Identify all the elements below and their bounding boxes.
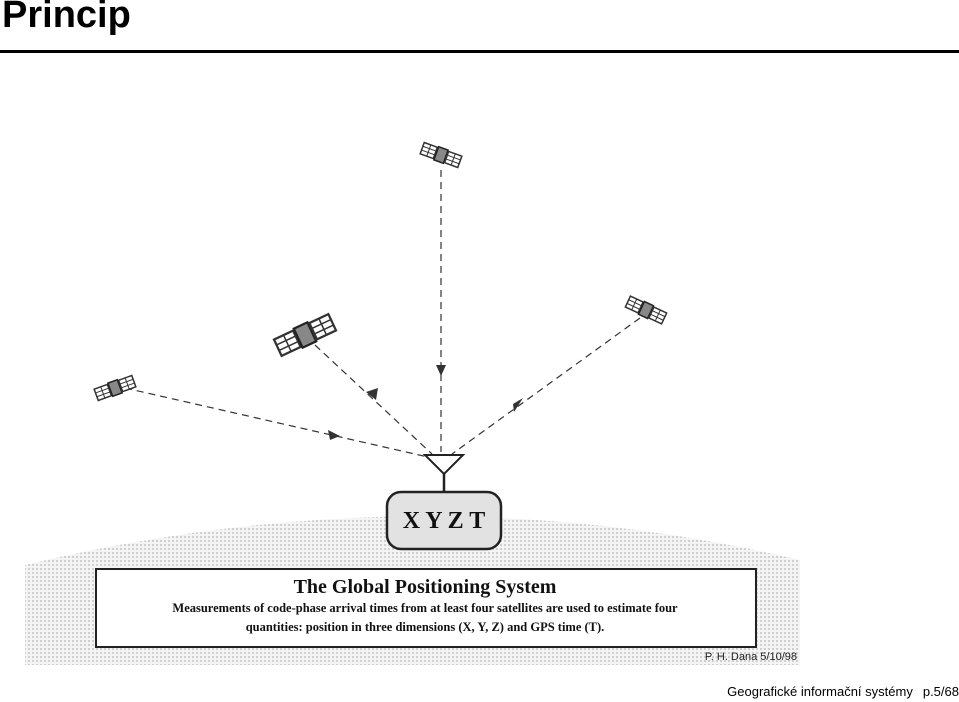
- caption-line-1: Measurements of code-phase arrival times…: [172, 601, 678, 615]
- footer-page: p.5/68: [922, 684, 959, 699]
- arrow-head: [328, 430, 340, 440]
- arrow-head: [366, 388, 378, 400]
- signal-paths: [124, 170, 641, 458]
- caption-box: [95, 568, 757, 648]
- antenna-icon: [422, 454, 466, 492]
- satellite-top-icon: [419, 140, 463, 170]
- satellite-upper-left-icon: [272, 311, 338, 359]
- signal-path-right: [451, 317, 641, 455]
- arrow-head: [513, 398, 523, 412]
- signal-path-upper-left: [314, 344, 433, 455]
- caption-title: The Global Positioning System: [294, 576, 557, 598]
- arrow-head: [436, 365, 446, 376]
- title-divider: [0, 50, 959, 53]
- footer-course: Geografické informační systémy: [727, 684, 913, 699]
- satellite-left-icon: [93, 373, 137, 403]
- receiver-box: [385, 490, 503, 551]
- slide-title: Princip: [2, 0, 131, 36]
- slide-footer: Geografické informační systémy p.5/68: [717, 684, 959, 699]
- caption-line-2: quantities: position in three dimensions…: [246, 620, 605, 634]
- satellite-right-icon: [624, 294, 668, 326]
- receiver-label: X Y Z T: [403, 508, 485, 534]
- signal-path-left: [124, 387, 429, 458]
- signal-arrows: [328, 365, 523, 440]
- figure-credit: P. H. Dana 5/10/98: [705, 651, 797, 663]
